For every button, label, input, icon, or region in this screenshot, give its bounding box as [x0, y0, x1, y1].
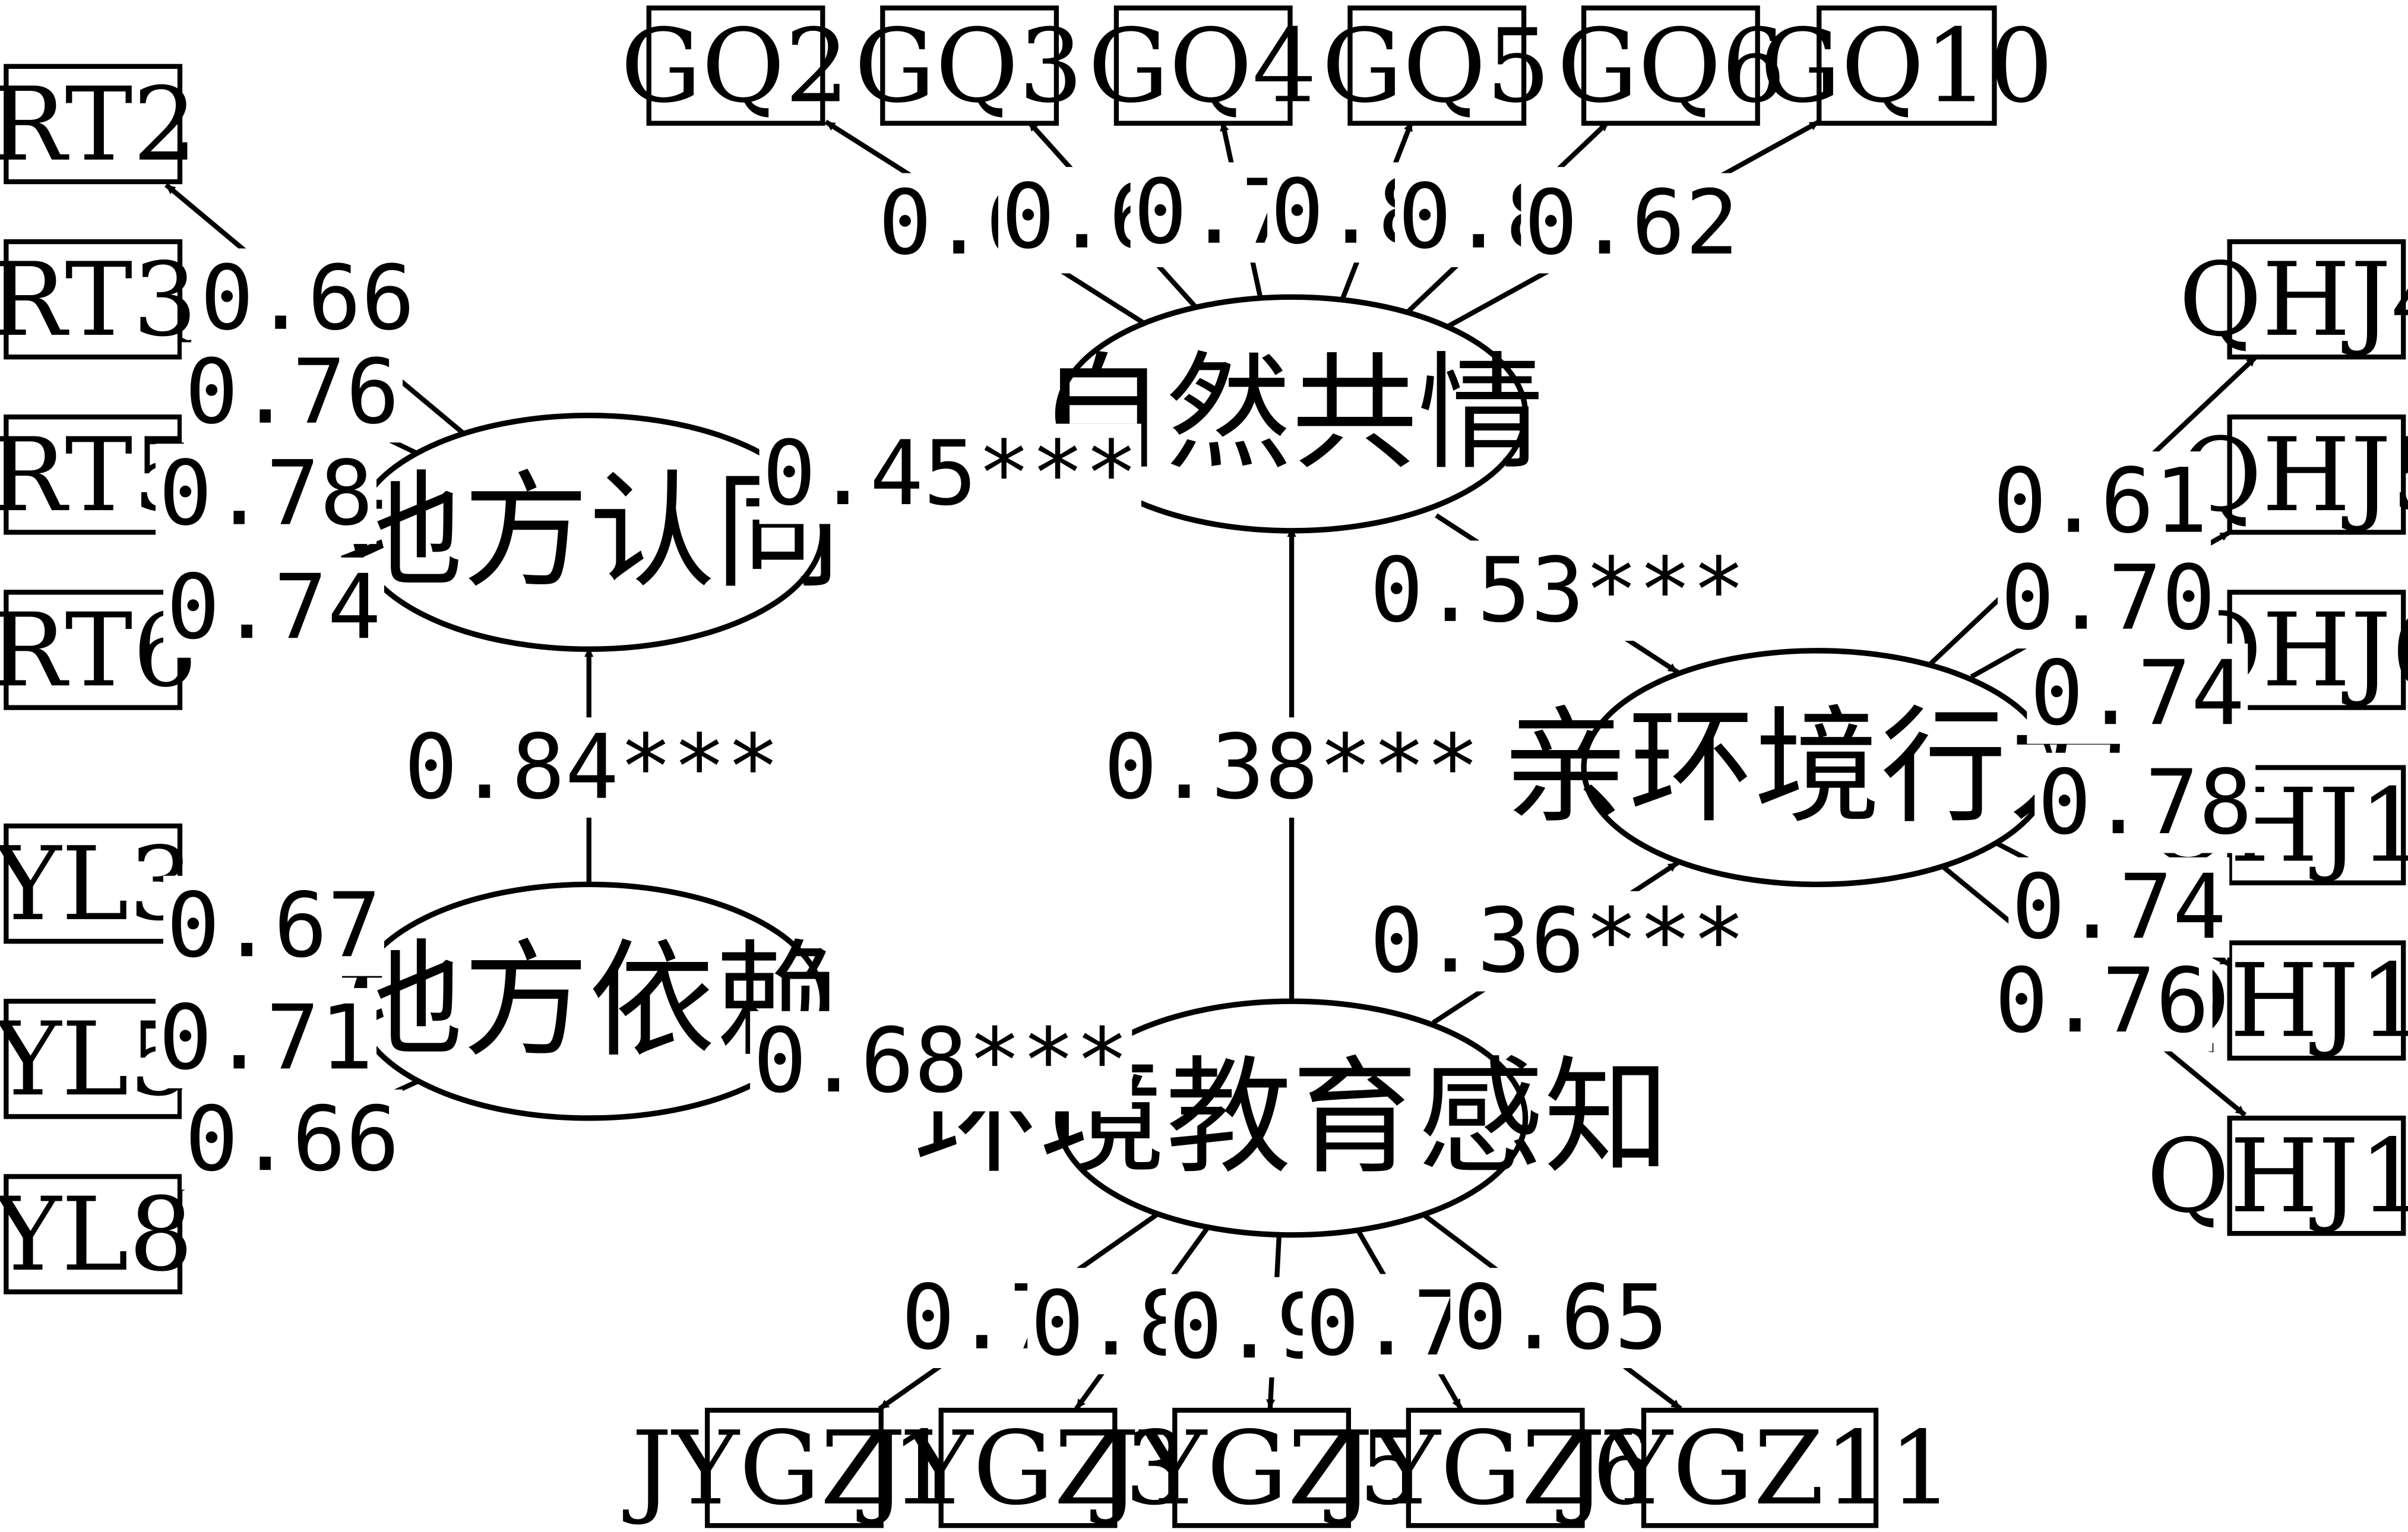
loading-qhj12-a: 0.74 [2011, 856, 2226, 959]
label-halo [181, 1089, 403, 1190]
loading-qhj5: 0.70 [2001, 547, 2216, 650]
label-halo [155, 444, 376, 545]
loading-rt2: 0.66 [200, 247, 415, 350]
indicator-qhj12-b: QHJ12 [2147, 1115, 2408, 1236]
indicator-label: GQ10 [1760, 7, 2053, 125]
label-halo [1990, 451, 2211, 552]
indicator-jygz11: JYGZ11 [1556, 1407, 1953, 1528]
path-labels: 0.45*** 0.84*** 0.38*** 0.53*** 0.36*** … [401, 422, 1749, 1113]
label-halo [163, 875, 384, 976]
loading-yl5: 0.71 [159, 986, 374, 1090]
indicator-qhj5: QHJ5 [2179, 414, 2408, 535]
indicator-label: JYGZ6 [1324, 1410, 1656, 1528]
loading-qhj4: 0.61 [1993, 450, 2208, 553]
indicator-label: GQ3 [855, 7, 1083, 125]
indicator-label: JYGZ3 [856, 1410, 1189, 1528]
label-halo [2027, 643, 2248, 744]
label-halo [759, 423, 1141, 524]
label-halo [401, 717, 783, 818]
indicator-gq3: GQ3 [855, 5, 1083, 126]
label-halo [2008, 857, 2230, 958]
indicator-yl8: YL8 [0, 1174, 193, 1294]
loading-rt3: 0.76 [185, 341, 400, 444]
loading-yl3: 0.67 [166, 874, 381, 977]
label-halo [1100, 717, 1483, 818]
path-coef-pd-pi: 0.84*** [404, 716, 780, 819]
indicator-jygz1: JYGZ1 [622, 1407, 955, 1528]
loading-jygz11: 0.65 [1453, 1267, 1668, 1370]
latent-natural-empathy: 自然共情 [1039, 294, 1544, 534]
loading-gq10: 0.62 [1524, 172, 1739, 275]
indicator-label: GQ2 [621, 7, 849, 125]
path-coef-ne-peb: 0.53*** [1370, 539, 1746, 642]
indicator-gq2: GQ2 [621, 5, 849, 126]
indicator-qhj4: QHJ4 [2179, 239, 2408, 360]
loading-yl8: 0.66 [185, 1088, 400, 1191]
loading-qhj6: 0.74 [2030, 642, 2245, 745]
indicator-label: GQ4 [1088, 7, 1317, 125]
path-coef-pd-ee: 0.68*** [753, 1009, 1129, 1113]
latent-label: 地方认同 [337, 459, 841, 606]
label-halo [750, 1011, 1132, 1112]
indicator-rt6: RT6 [0, 590, 197, 710]
indicator-gq4: GQ4 [1088, 5, 1317, 126]
label-halo [1450, 1268, 1672, 1369]
label-halo [1991, 951, 2213, 1052]
indicator-gq6: GQ6 [1557, 5, 1786, 126]
indicator-rt3: RT3 [0, 239, 197, 360]
loading-rt6: 0.74 [166, 556, 381, 659]
label-halo [1521, 173, 1742, 274]
indicator-label: JYGZ5 [1090, 1410, 1423, 1528]
path-coef-ee-ne: 0.38*** [1104, 716, 1480, 819]
indicator-rt2: RT2 [0, 64, 197, 185]
label-halo [1366, 891, 1749, 992]
indicator-yl3: YL3 [0, 823, 193, 944]
indicator-boxes: RT2 RT3 RT5 RT6 YL3 YL5 YL8 GQ2 [0, 5, 2408, 1528]
path-coef-pi-ne: 0.45*** [762, 422, 1138, 526]
label-halo [1366, 540, 1749, 641]
indicator-label: JYGZ11 [1556, 1410, 1953, 1528]
label-halo [181, 342, 403, 443]
label-halo [155, 987, 376, 1088]
label-halo [197, 248, 418, 349]
loading-qhj11: 0.78 [2037, 751, 2252, 854]
label-halo [163, 557, 384, 658]
indicator-label: GQ6 [1557, 7, 1786, 125]
label-halo [2034, 752, 2256, 853]
indicator-label: RT2 [0, 66, 197, 184]
indicator-gq5: GQ5 [1322, 5, 1551, 126]
loading-rt5: 0.78 [159, 442, 374, 546]
indicator-label: JYGZ1 [622, 1410, 955, 1528]
indicator-gq10: GQ10 [1760, 5, 2053, 126]
label-halo [1998, 548, 2219, 649]
indicator-label: GQ5 [1322, 7, 1551, 125]
indicator-label: QHJ12 [2147, 1118, 2408, 1236]
loading-labels: 0.66 0.76 0.78 0.74 0.67 0.71 0.66 0.68 … [155, 161, 2256, 1379]
indicator-qhj6: QHJ6 [2179, 590, 2408, 710]
indicator-label: YL3 [0, 825, 193, 944]
indicator-rt5: RT5 [0, 414, 197, 535]
latent-place-dependence: 地方依赖 [337, 881, 841, 1121]
indicator-jygz6: JYGZ6 [1324, 1407, 1657, 1528]
latent-place-identity: 地方认同 [337, 412, 841, 652]
loading-qhj12-b: 0.76 [1995, 949, 2210, 1053]
path-coef-ee-peb: 0.36*** [1370, 890, 1746, 993]
indicator-jygz5: JYGZ5 [1090, 1407, 1423, 1528]
indicator-jygz3: JYGZ3 [856, 1407, 1189, 1528]
indicator-label: RT3 [0, 241, 197, 359]
indicator-label: QHJ5 [2179, 416, 2408, 534]
indicator-label: YL8 [0, 1176, 193, 1294]
indicator-label: QHJ4 [2179, 241, 2408, 359]
